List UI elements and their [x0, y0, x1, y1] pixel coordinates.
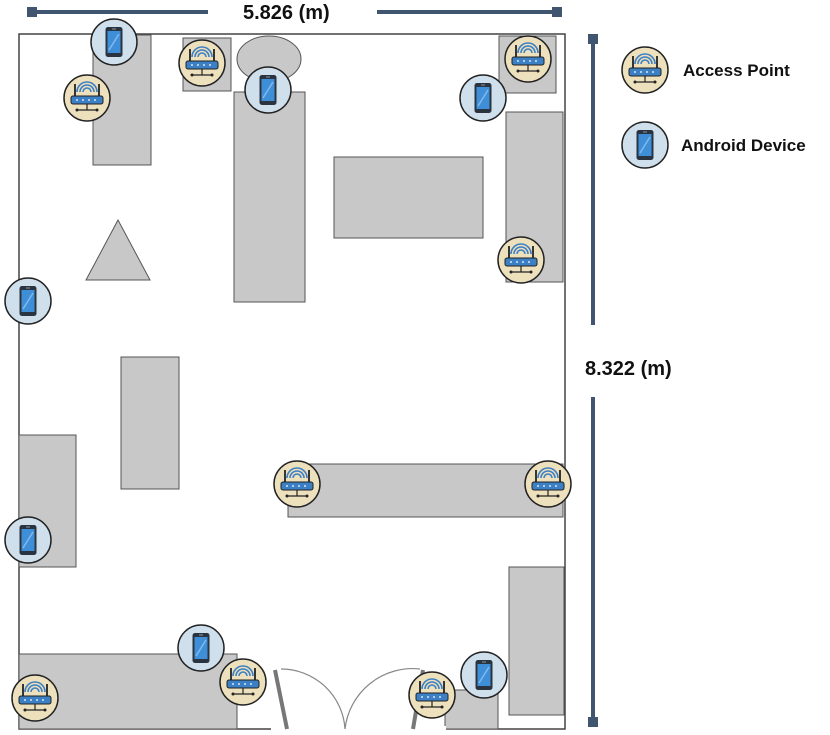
legend-android-device-label: Android Device	[681, 136, 806, 155]
smartphone-icon	[459, 74, 507, 122]
legend-smartphone-icon	[621, 121, 669, 169]
smartphone-icon	[4, 516, 52, 564]
legend-access-point-label: Access Point	[683, 61, 790, 80]
router-icon	[178, 39, 226, 87]
router-icon	[11, 674, 59, 722]
router-icon	[497, 236, 545, 284]
router-icon	[63, 74, 111, 122]
furniture-center-left	[120, 356, 180, 490]
smartphone-icon	[4, 277, 52, 325]
furniture-center-tall	[233, 91, 306, 303]
width-dimension	[27, 7, 562, 17]
router-icon	[408, 671, 456, 719]
router-icon	[504, 35, 552, 83]
smartphone-icon	[90, 18, 138, 66]
width-label: 5.826 (m)	[243, 2, 330, 24]
legend-router-icon	[621, 46, 669, 94]
smartphone-icon	[460, 651, 508, 699]
furniture-long-table	[287, 463, 564, 518]
router-icon	[219, 658, 267, 706]
smartphone-icon	[177, 624, 225, 672]
height-dimension	[588, 34, 598, 727]
router-icon	[524, 460, 572, 508]
height-label: 8.322 (m)	[585, 358, 672, 380]
furniture-center-table	[333, 156, 484, 239]
furniture-right-bottom	[508, 566, 565, 716]
router-icon	[273, 460, 321, 508]
smartphone-icon	[244, 66, 292, 114]
furniture-triangle	[85, 218, 151, 281]
